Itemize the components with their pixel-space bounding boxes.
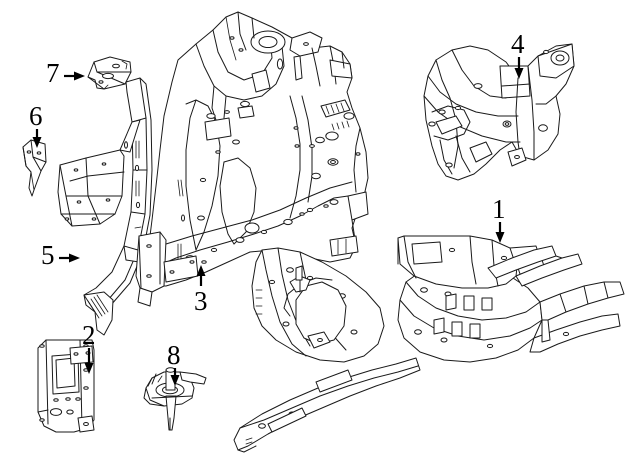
callout-label-6: 6: [29, 101, 43, 131]
part-hinge-pillar-reinforcement: [57, 77, 153, 336]
part-pillar-bracket: [22, 139, 47, 197]
callout-label-8: 8: [167, 340, 181, 370]
leader-arrow-1: [495, 222, 505, 243]
leader-arrows: [32, 57, 524, 386]
part-inner-fender-panel: [423, 43, 575, 181]
leader-arrow-5: [59, 253, 80, 263]
leader-arrow-8: [170, 368, 180, 386]
leader-arrow-4: [514, 57, 524, 79]
leader-arrow-3: [196, 265, 206, 286]
part-mount-stud-bracket: [143, 367, 207, 431]
callout-label-2: 2: [82, 320, 96, 350]
leader-arrow-2: [84, 348, 94, 374]
callout-label-5: 5: [41, 240, 55, 270]
part-upper-pillar-bracket: [87, 56, 132, 90]
leader-arrow-6: [32, 129, 42, 148]
part-wheelhouse-apron-assembly: [135, 11, 369, 307]
callout-label-3: 3: [194, 286, 208, 316]
callout-label-7: 7: [46, 58, 60, 88]
callout-label-1: 1: [492, 194, 506, 224]
leader-arrow-7: [64, 71, 85, 81]
part-front-frame-rail-assembly: [233, 235, 625, 453]
callout-label-4: 4: [511, 29, 525, 59]
part-battery-tray-bracket: [37, 339, 95, 433]
